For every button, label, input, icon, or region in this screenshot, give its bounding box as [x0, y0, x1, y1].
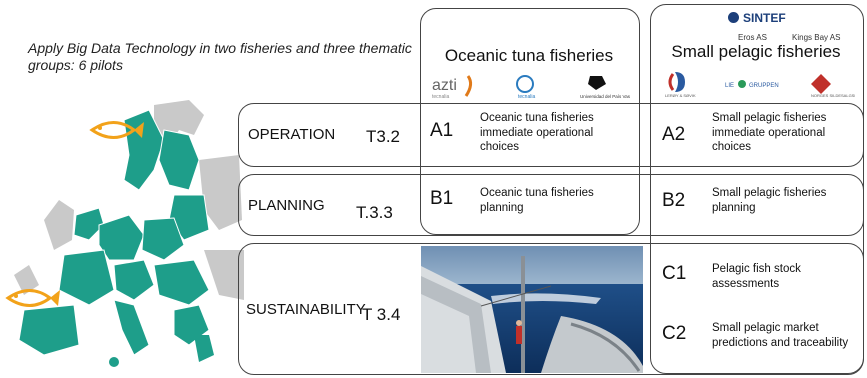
upv-logo	[588, 76, 606, 90]
pilot-code-c2: C2	[662, 323, 687, 344]
pilot-code-a1: A1	[430, 120, 454, 141]
azti-logo: azti	[432, 77, 457, 94]
svg-text:Universidad del País Vasco: Universidad del País Vasco	[580, 94, 630, 99]
pelagic-partner-logos: LERØY & SØVIK LIE GRUPPEN NORGES SILDESA…	[665, 72, 855, 98]
svg-text:tecnalia: tecnalia	[518, 94, 535, 100]
svg-text:LERØY & SØVIK: LERØY & SØVIK	[665, 93, 696, 98]
sintef-logo: SINTEF	[728, 11, 786, 25]
tuna-column-title: Oceanic tuna fisheries	[444, 46, 614, 65]
pelagic-column-title: Small pelagic fisheries	[671, 42, 841, 61]
svg-text:NORGES SILDESALGSLAG: NORGES SILDESALGSLAG	[811, 93, 855, 98]
task-operation: T3.2	[366, 127, 401, 146]
task-planning: T.3.3	[356, 203, 393, 222]
norway-pelagic-logo	[811, 74, 831, 94]
pelagic-column-box	[650, 4, 864, 374]
tecnalia-logo	[516, 75, 534, 93]
europe-map	[5, 100, 244, 367]
lie-gruppen-logo: LIE	[725, 83, 734, 89]
fishing-vessel-photo	[421, 246, 643, 373]
intro-text: Apply Big Data Technology in two fisheri…	[28, 40, 412, 73]
task-sustainability: T 3.4	[362, 305, 401, 324]
partner-kingsbay: Kings Bay AS	[792, 33, 841, 42]
tuna-partner-logos: azti tecnalia tecnalia Universidad del P…	[432, 75, 630, 100]
fish-icon	[89, 121, 144, 139]
fish-icon	[5, 289, 60, 307]
svg-text:tecnalia: tecnalia	[432, 94, 449, 100]
pilot-code-b2: B2	[662, 190, 686, 211]
pilot-code-b1: B1	[430, 188, 454, 209]
sintef-icon	[728, 12, 739, 23]
lerøy-logo	[675, 72, 685, 92]
svg-text:GRUPPEN: GRUPPEN	[749, 83, 779, 89]
pilot-code-a2: A2	[662, 124, 686, 145]
row-label-operation: OPERATION	[248, 126, 336, 143]
pilot-code-c1: C1	[662, 263, 687, 284]
row-label-planning: PLANNING	[248, 197, 325, 214]
partner-eros: Eros AS	[738, 33, 767, 42]
row-label-sustainability: SUSTAINABILITY	[246, 301, 366, 318]
tuna-column-box	[420, 8, 640, 235]
